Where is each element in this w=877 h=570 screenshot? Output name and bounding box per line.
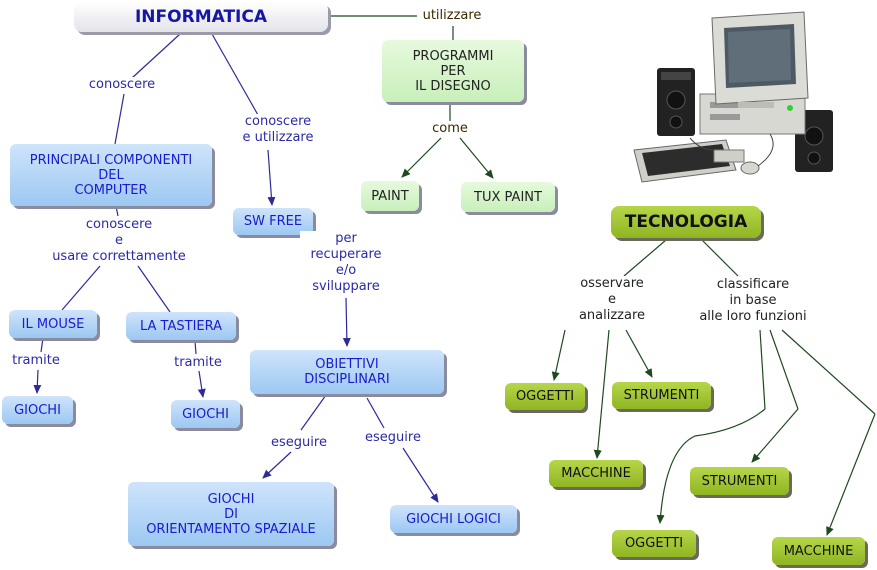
link-eseguire-orientamento: eseguire [265,435,333,451]
node-giochi-mouse[interactable]: GIOCHI [2,396,73,424]
node-macchine-osservare[interactable]: MACCHINE [549,460,643,487]
node-giochi-logici[interactable]: GIOCHI LOGICI [390,505,517,533]
node-strumenti-classificare[interactable]: STRUMENTI [690,467,789,495]
link-eseguire-logici: eseguire [359,430,427,446]
desktop-computer-icon [633,11,833,183]
link-conoscere: conoscere [84,77,160,93]
link-come: come [426,121,474,137]
node-macchine-classificare[interactable]: MACCHINE [772,537,865,565]
node-programmi-per-il-disegno[interactable]: PROGRAMMI PER IL DISEGNO [382,40,524,102]
link-per-recuperare-e-o-sviluppare: per recuperare e/o sviluppare [300,231,392,295]
node-informatica[interactable]: INFORMATICA [74,2,328,32]
node-giochi-tastiera[interactable]: GIOCHI [171,400,240,428]
link-osservare-e-analizzare: osservare e analizzare [565,276,659,324]
node-obiettivi-disciplinari[interactable]: OBIETTIVI DISCIPLINARI [250,350,444,394]
node-oggetti-classificare[interactable]: OGGETTI [612,530,696,557]
node-giochi-orientamento-spaziale[interactable]: GIOCHI DI ORIENTAMENTO SPAZIALE [128,482,334,546]
link-utilizzare: utilizzare [417,8,487,24]
node-sw-free[interactable]: SW FREE [233,208,313,235]
link-tramite-tastiera: tramite [168,355,228,371]
link-conoscere-e-usare-correttamente: conoscere e usare correttamente [40,217,198,265]
node-oggetti-osservare[interactable]: OGGETTI [505,383,585,410]
node-il-mouse[interactable]: IL MOUSE [9,310,97,338]
link-tramite-mouse: tramite [6,353,66,369]
node-strumenti-osservare[interactable]: STRUMENTI [612,382,711,409]
link-conoscere-e-utilizzare: conoscere e utilizzare [232,114,324,146]
node-paint[interactable]: PAINT [361,181,419,211]
link-classificare-in-base-alle-loro-funzioni: classificare in base alle loro funzioni [688,277,818,325]
node-la-tastiera[interactable]: LA TASTIERA [126,312,236,340]
node-principali-componenti[interactable]: PRINCIPALI COMPONENTI DEL COMPUTER [10,144,212,206]
node-tecnologia[interactable]: TECNOLOGIA [611,206,761,238]
node-tux-paint[interactable]: TUX PAINT [461,182,555,212]
